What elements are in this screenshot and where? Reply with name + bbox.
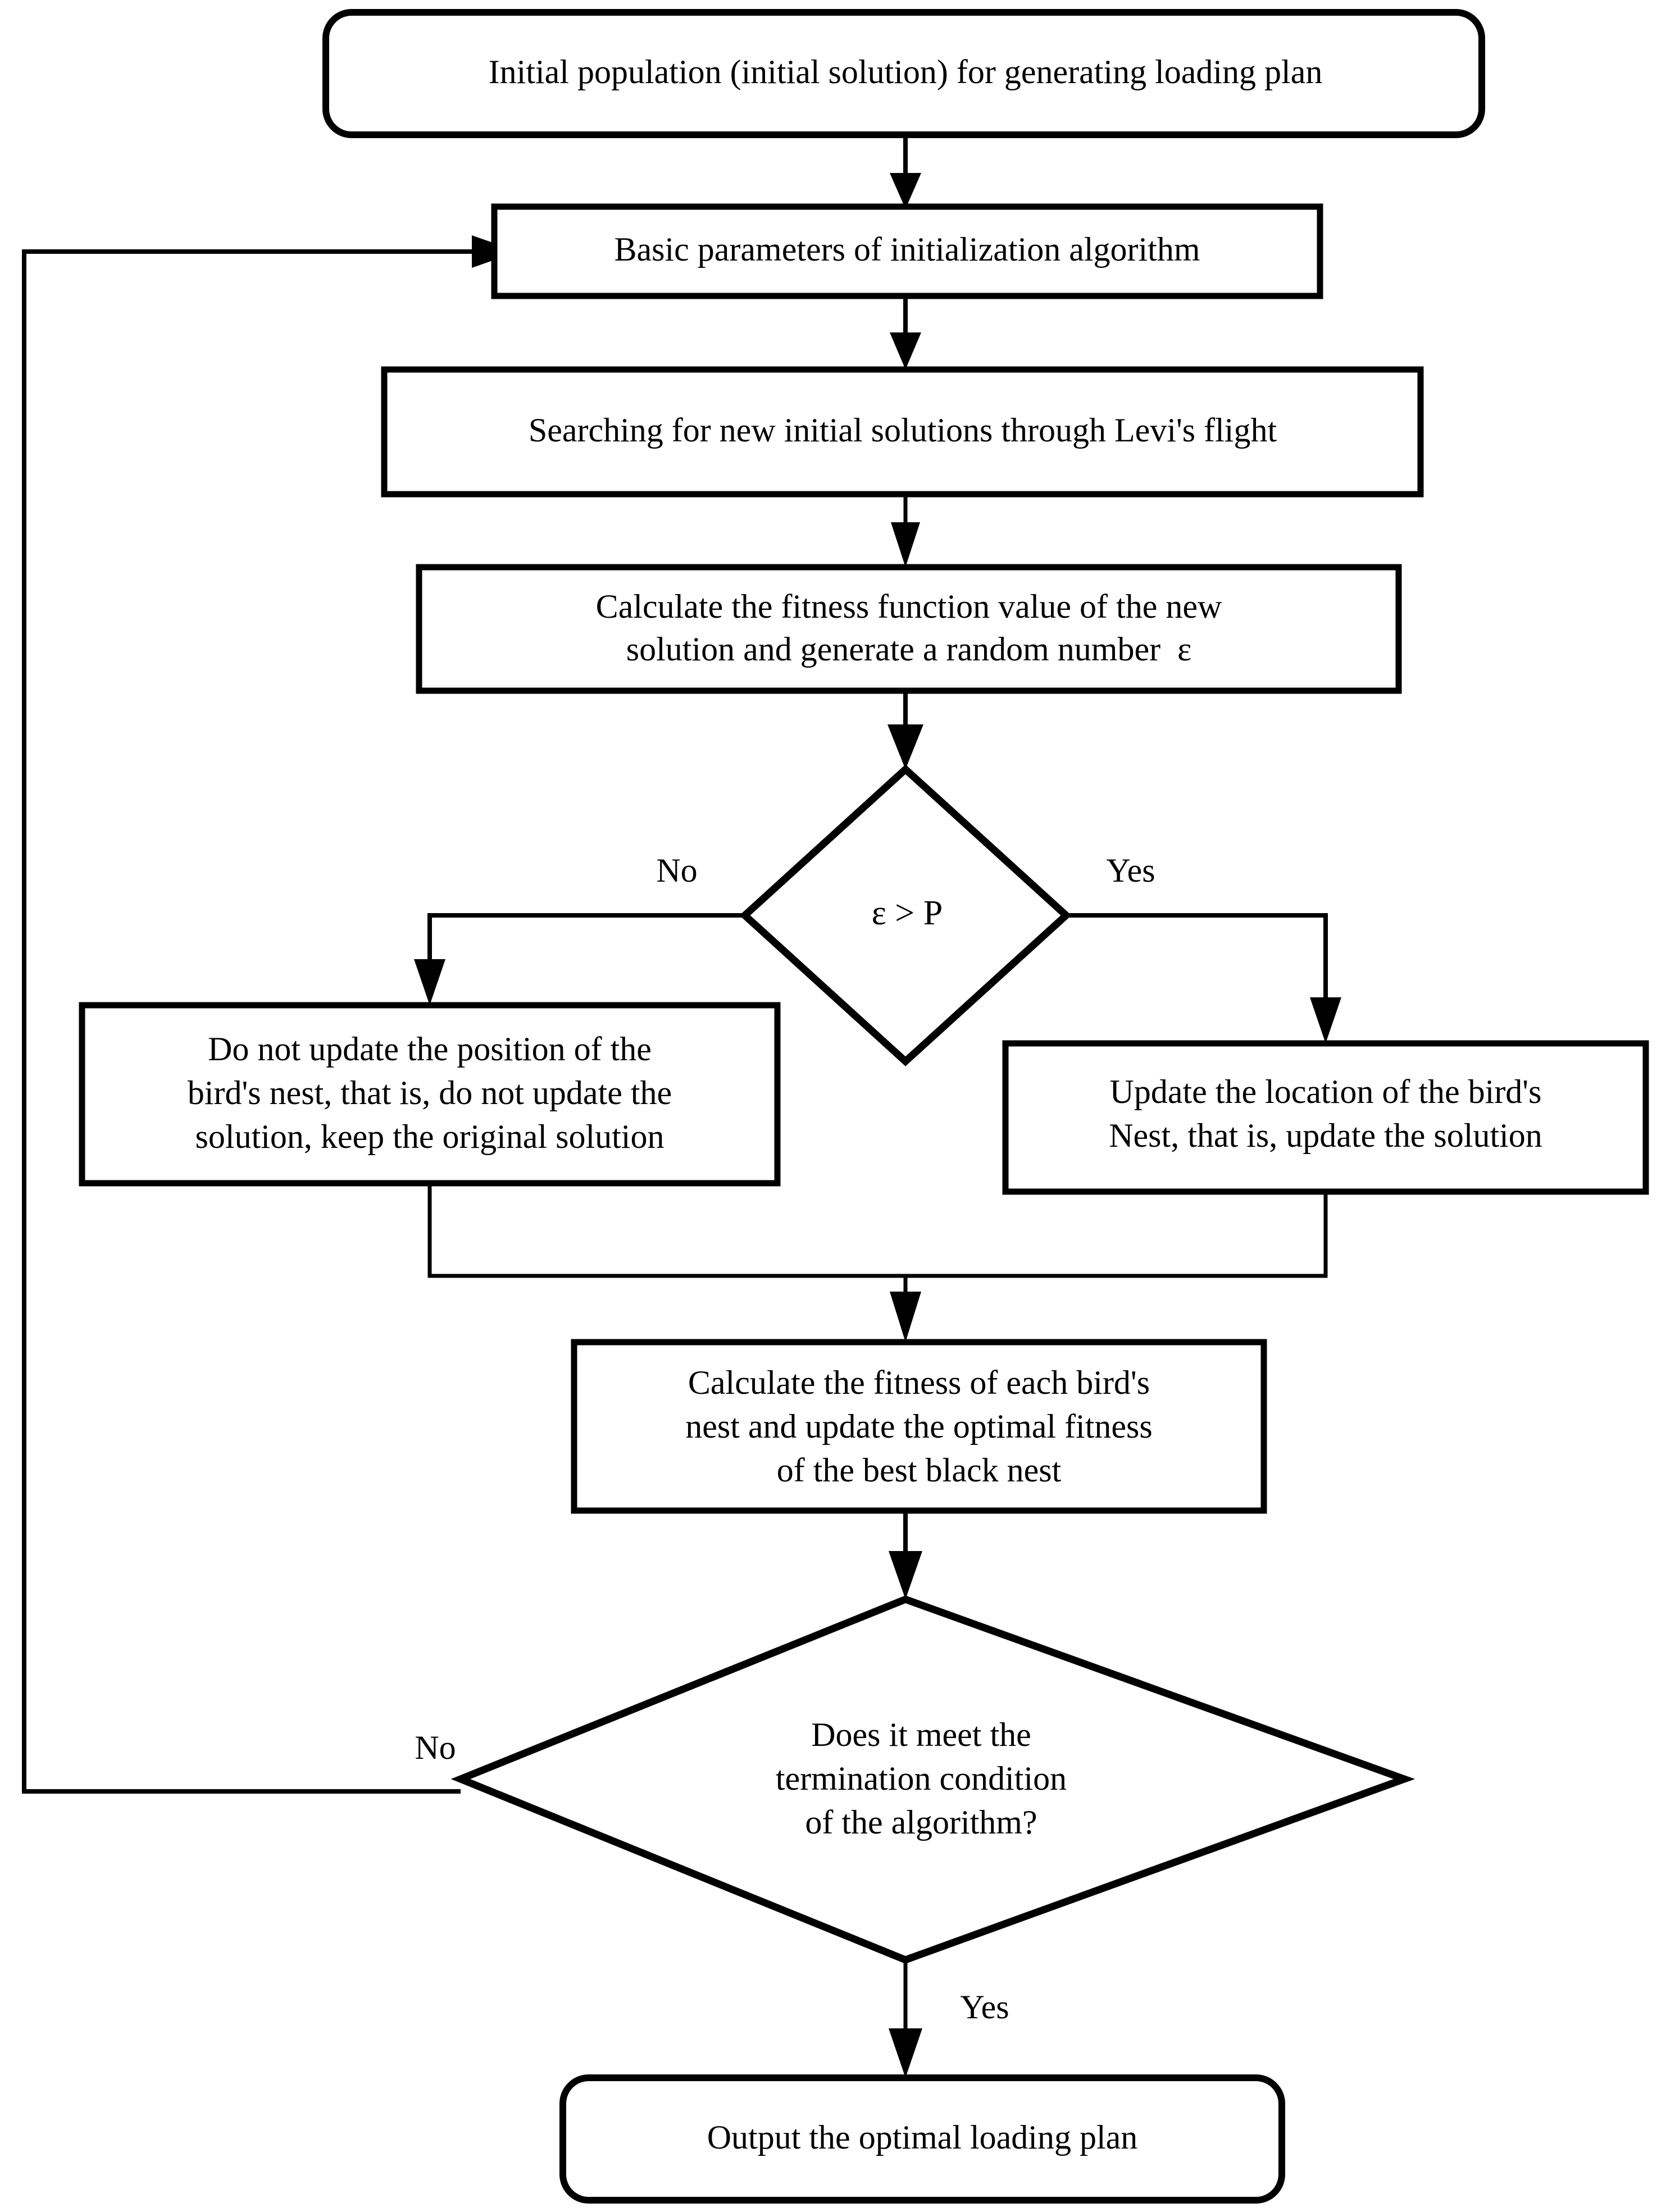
svg-text:Update the location of the bir: Update the location of the bird's — [1110, 1073, 1542, 1110]
edge-label-termination-no: No — [415, 1729, 456, 1766]
svg-text:Nest, that is, update the solu: Nest, that is, update the solution — [1109, 1117, 1542, 1154]
svg-text:of the algorithm?: of the algorithm? — [805, 1804, 1037, 1841]
edge-label-epsilon-yes: Yes — [1106, 852, 1155, 889]
edge-init-params-to-levy-flight — [890, 296, 921, 370]
svg-text:solution, keep the original so: solution, keep the original solution — [195, 1118, 664, 1155]
node-init-params — [491, 203, 1323, 299]
node-output — [559, 2074, 1285, 2204]
node-no-update — [79, 1002, 781, 1187]
svg-text:Do not update the position of: Do not update the position of the — [208, 1030, 652, 1068]
node-decision-epsilon-label: ε > P — [872, 894, 943, 932]
node-decision-termination-label: Does it meet the termination condition o… — [776, 1716, 1067, 1841]
node-update-best — [571, 1339, 1267, 1514]
edge-do-update-to-merge — [905, 1192, 1328, 1278]
node-calc-fitness — [416, 564, 1402, 694]
edge-label-termination-yes: Yes — [960, 1988, 1009, 2026]
svg-text:Does it meet the: Does it meet the — [811, 1716, 1031, 1753]
edge-levy-flight-to-calc-fitness — [891, 494, 920, 567]
node-start-label: Initial population (initial solution) fo… — [489, 53, 1323, 90]
svg-text:bird's nest, that is, do not u: bird's nest, that is, do not update the — [188, 1074, 672, 1111]
node-no-update-label: Do not update the position of the bird's… — [188, 1030, 672, 1155]
edge-update-best-to-decision-termination — [889, 1511, 922, 1599]
node-levy-flight — [381, 366, 1424, 498]
edge-epsilon-no-branch — [414, 913, 745, 1005]
node-start — [322, 9, 1485, 138]
svg-text:Calculate the fitness function: Calculate the fitness function value of … — [596, 588, 1222, 625]
node-levy-flight-label: Searching for new initial solutions thro… — [529, 412, 1277, 449]
node-decision-epsilon — [739, 764, 1072, 1066]
node-update-best-label: Calculate the fitness of each bird's nes… — [685, 1364, 1152, 1489]
edge-termination-yes-to-output — [889, 1960, 922, 2078]
node-do-update — [1002, 1040, 1649, 1195]
edge-calc-fitness-to-decision-epsilon — [887, 691, 923, 769]
node-output-label: Output the optimal loading plan — [707, 2119, 1138, 2156]
svg-text:solution and generate a random: solution and generate a random number ε — [626, 631, 1192, 668]
edge-start-to-init-params — [890, 135, 921, 209]
svg-text:Calculate the fitness of each: Calculate the fitness of each bird's — [688, 1364, 1150, 1401]
node-decision-termination — [450, 1595, 1415, 1964]
node-init-params-label: Basic parameters of initialization algor… — [615, 231, 1200, 268]
svg-text:nest and update the optimal fi: nest and update the optimal fitness — [685, 1408, 1152, 1445]
node-calc-fitness-label: Calculate the fitness function value of … — [596, 588, 1222, 668]
svg-text:termination condition: termination condition — [776, 1760, 1067, 1797]
edge-merge-to-update-best — [890, 1276, 921, 1342]
edge-label-epsilon-no: No — [656, 852, 697, 889]
node-do-update-label: Update the location of the bird's Nest, … — [1109, 1073, 1542, 1154]
svg-text:of the best black nest: of the best black nest — [777, 1452, 1062, 1489]
edge-no-update-to-merge — [427, 1183, 905, 1278]
edge-epsilon-yes-branch — [1066, 913, 1341, 1043]
